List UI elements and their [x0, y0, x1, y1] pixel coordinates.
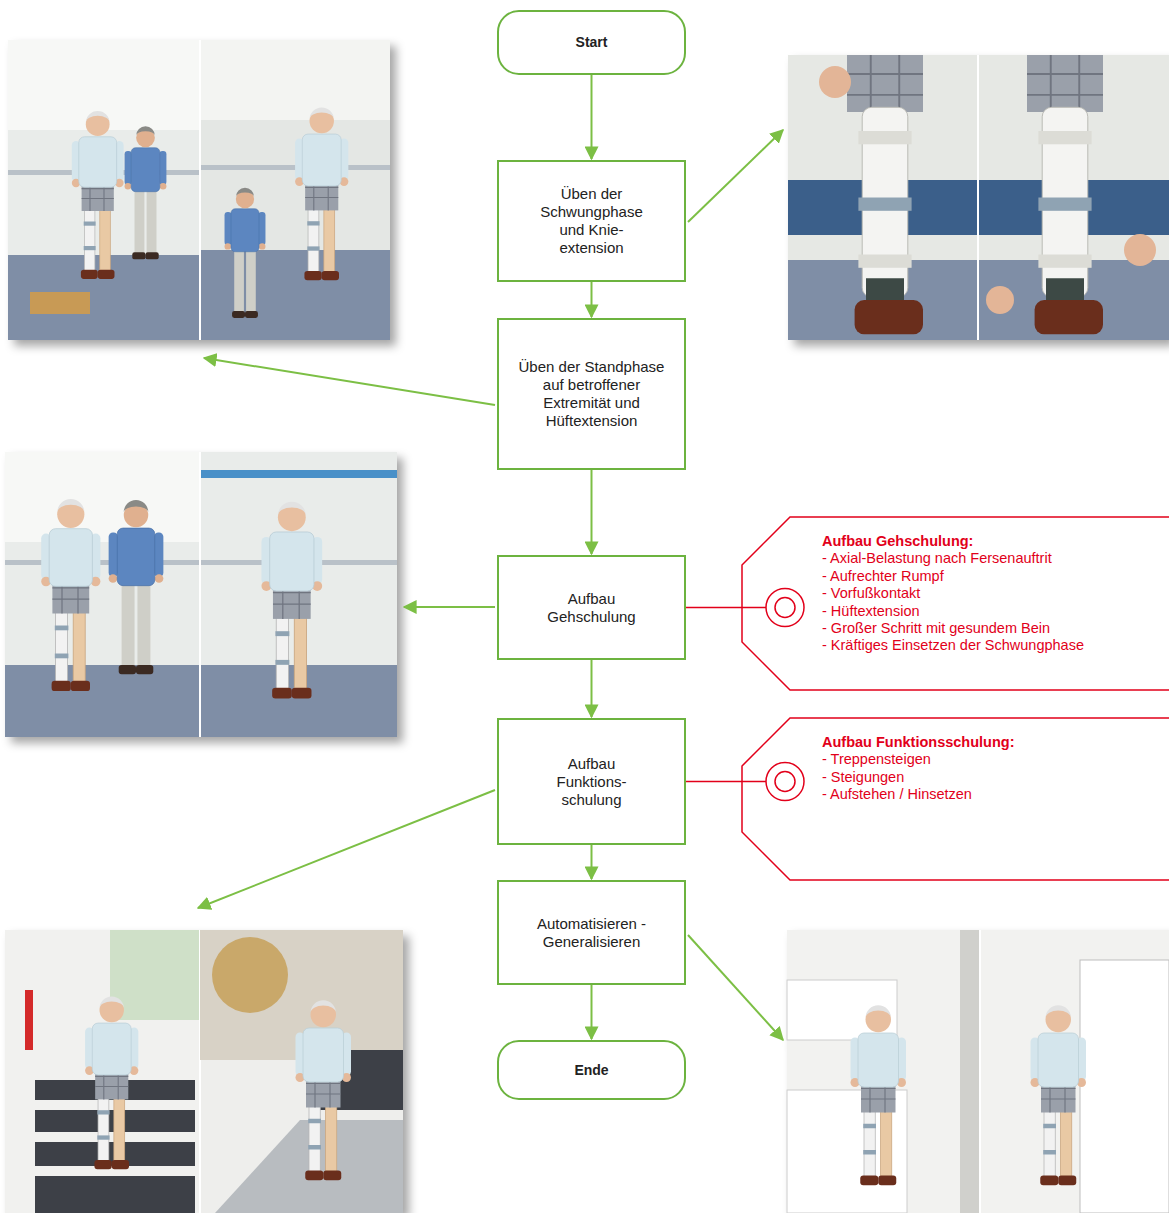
pointer-arrow [688, 935, 783, 1040]
process-box: Automatisieren - Generalisieren [497, 880, 686, 985]
photo [5, 930, 403, 1213]
flow-connector [591, 845, 593, 879]
tag-item: - Vorfußkontakt [822, 585, 920, 602]
end-terminal: Ende [497, 1040, 686, 1100]
target-ring [766, 589, 804, 627]
process-box: Üben der Schwungphase und Knie- extensio… [497, 160, 686, 282]
start-terminal: Start [497, 10, 686, 75]
box-label: Ende [574, 1062, 608, 1079]
tag-item: - Aufstehen / Hinsetzen [822, 786, 972, 803]
tag-heading: Aufbau Gehschulung: [822, 533, 973, 550]
tag-heading: Aufbau Funktionsschulung: [822, 734, 1015, 751]
tag-shape [742, 517, 1169, 690]
target-ring [775, 598, 795, 618]
pointer-arrow [404, 606, 495, 608]
process-box: Aufbau Gehschulung [497, 555, 686, 660]
process-box: Aufbau Funktions- schulung [497, 718, 686, 845]
tag-item: - Axial-Belastung nach Fersenauftrit [822, 550, 1052, 567]
flow-connector [591, 470, 593, 554]
box-label: Üben der Standphase auf betroffener Extr… [509, 358, 674, 430]
process-box: Üben der Standphase auf betroffener Extr… [497, 318, 686, 470]
photo [787, 930, 1169, 1213]
target-ring [775, 772, 795, 792]
box-label: Automatisieren - Generalisieren [529, 915, 654, 951]
photo [5, 452, 397, 737]
flow-connector [686, 781, 742, 783]
tag-item: - Aufrechter Rumpf [822, 568, 944, 585]
tag-item: - Hüftextension [822, 603, 920, 620]
tag-item: - Treppensteigen [822, 751, 931, 768]
box-label: Start [576, 34, 608, 51]
flow-connector [591, 282, 593, 317]
target-ring [766, 763, 804, 801]
tag-shape [742, 718, 1169, 880]
flow-connector [591, 985, 593, 1039]
pointer-arrow [204, 358, 495, 405]
tag-item: - Steigungen [822, 769, 904, 786]
tag-item: - Kräftiges Einsetzen der Schwungphase [822, 637, 1084, 654]
box-label: Aufbau Gehschulung [544, 590, 639, 626]
photo [788, 55, 1169, 340]
photo [8, 40, 390, 340]
pointer-arrow [198, 790, 495, 908]
tag-item: - Großer Schritt mit gesundem Bein [822, 620, 1050, 637]
flow-connector [591, 75, 593, 159]
box-label: Üben der Schwungphase und Knie- extensio… [537, 185, 646, 257]
flow-connector [686, 607, 742, 609]
pointer-arrows [198, 130, 783, 1040]
pointer-arrow [688, 130, 783, 222]
box-label: Aufbau Funktions- schulung [544, 755, 639, 809]
flow-connector [591, 660, 593, 717]
callout-tag: Aufbau Gehschulung:- Axial-Belastung nac… [742, 517, 1169, 690]
callout-tag: Aufbau Funktionsschulung:- Treppensteige… [742, 718, 1169, 880]
